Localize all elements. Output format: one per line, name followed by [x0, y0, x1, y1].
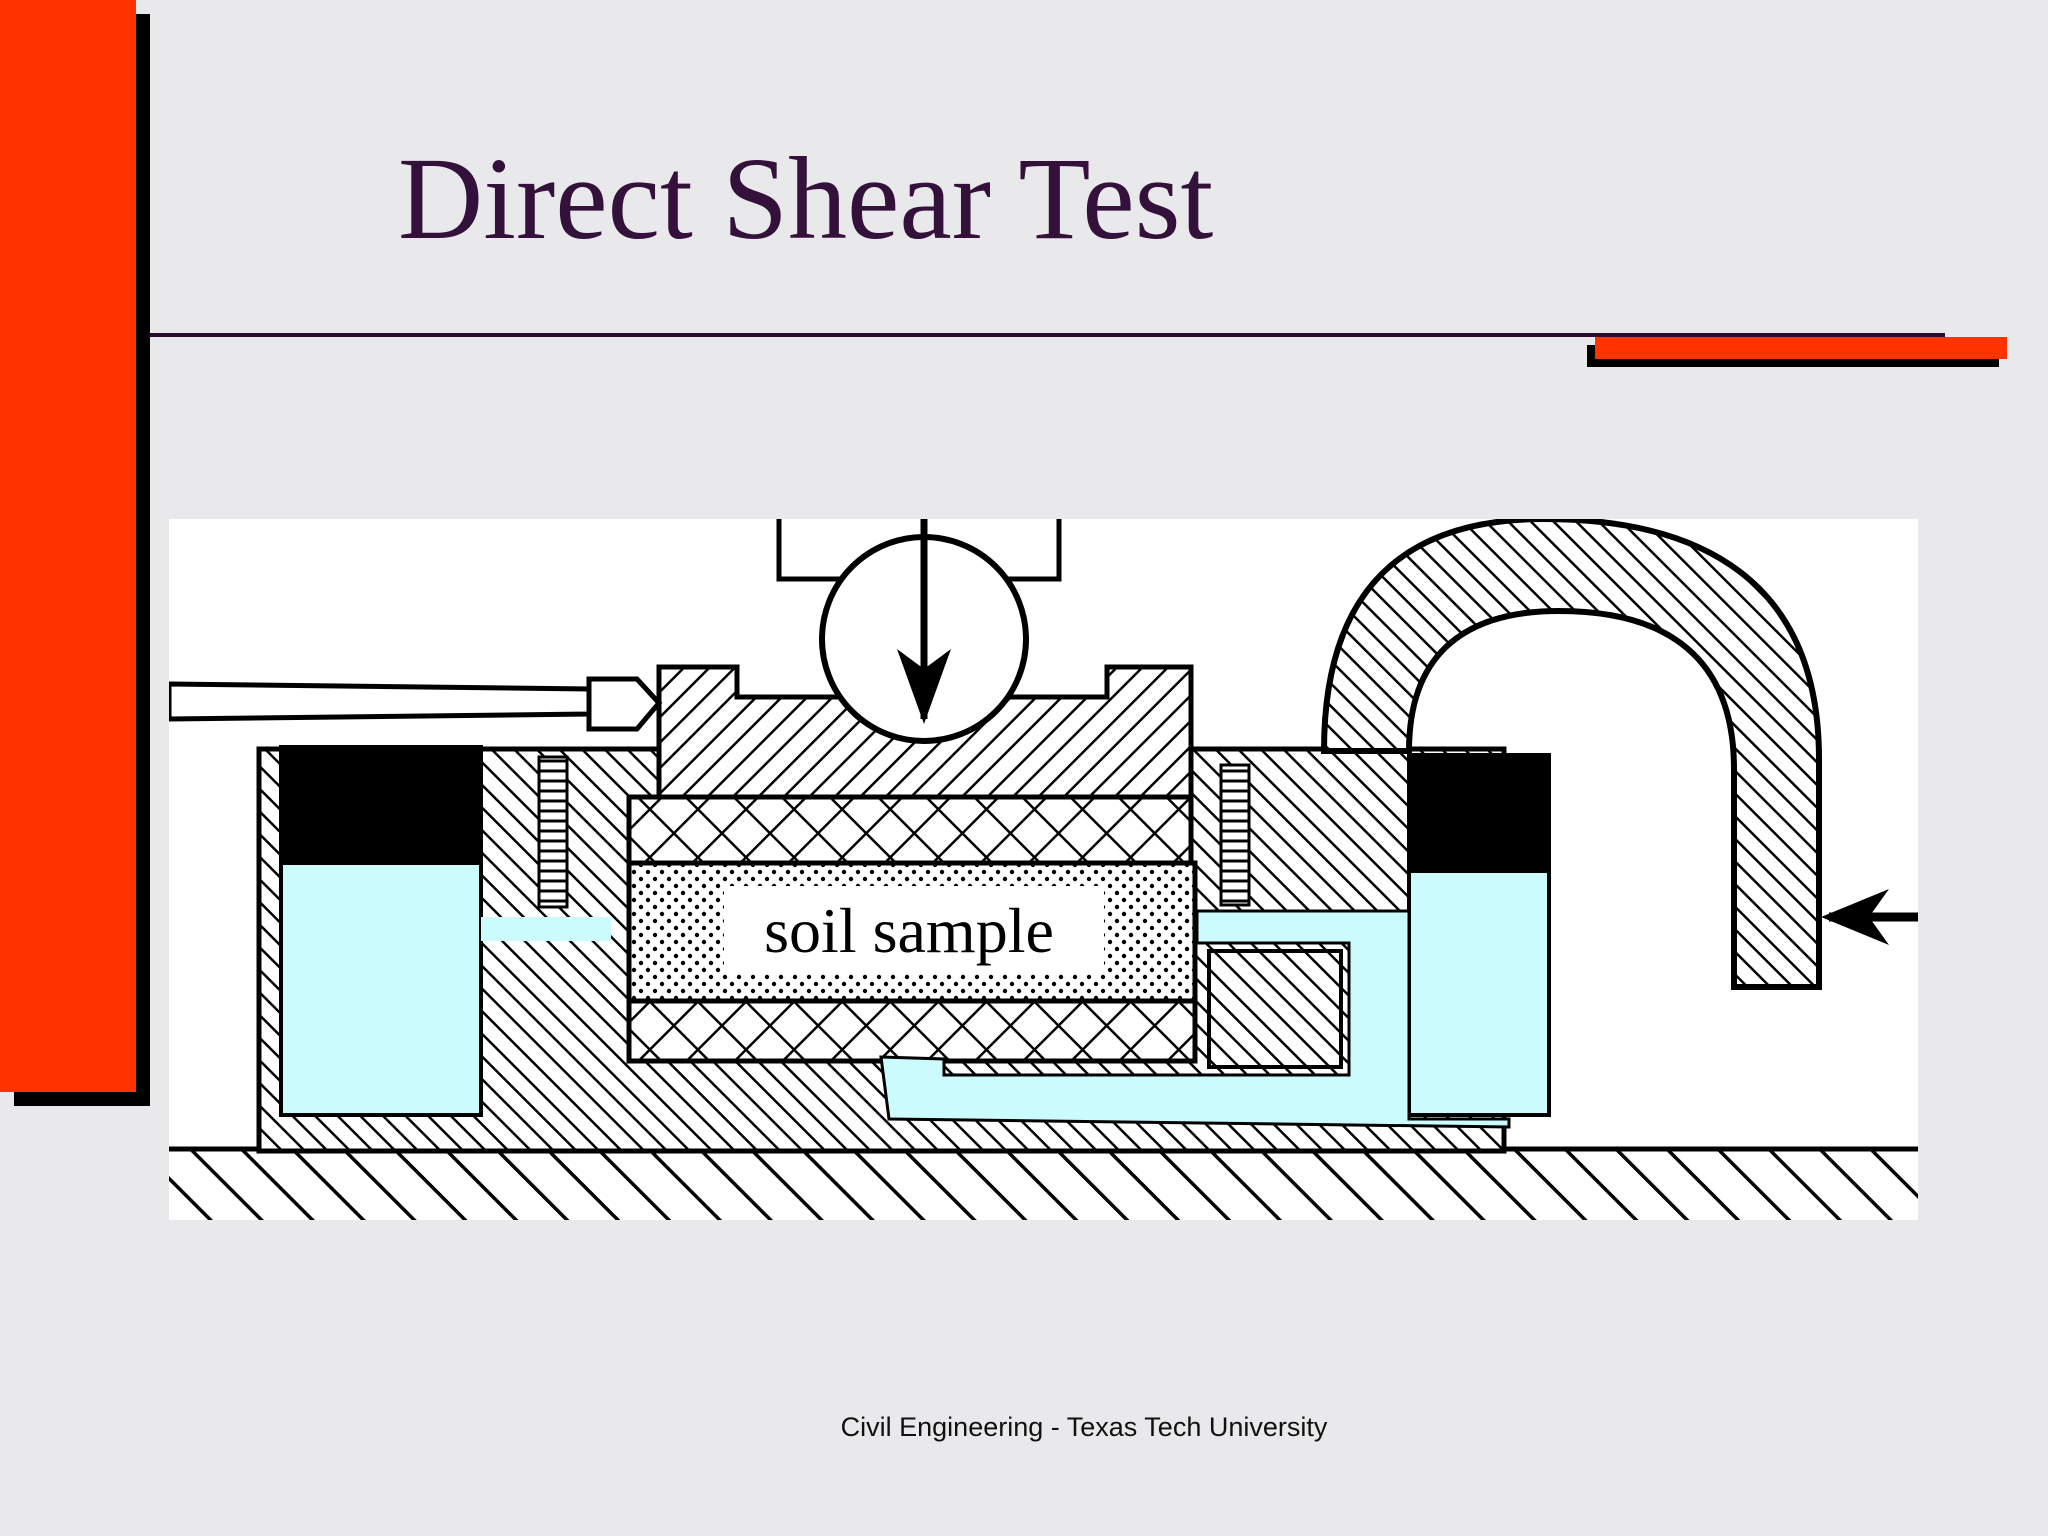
top-porous-stone — [626, 794, 1194, 866]
title-divider — [150, 333, 1945, 337]
left-reservoir-cap — [281, 747, 481, 865]
left-water-channel — [481, 917, 611, 941]
right-inner-block — [1207, 949, 1343, 1069]
right-reservoir-cap — [1409, 755, 1549, 873]
rod-tip — [586, 676, 663, 732]
slide-title: Direct Shear Test — [398, 133, 1214, 264]
left-accent-bar — [0, 0, 136, 1092]
ground-base — [169, 1149, 1918, 1220]
u-shaped-yoke — [1320, 519, 1822, 990]
right-spring — [1219, 763, 1251, 907]
horizontal-load-rod — [169, 681, 592, 722]
slide-footer: Civil Engineering - Texas Tech Universit… — [840, 1412, 1328, 1442]
right-water-channel — [879, 909, 1511, 1129]
direct-shear-diagram: soil sample — [169, 519, 1918, 1220]
soil-sample-label-bg — [724, 886, 1104, 974]
vertical-arrow-head — [897, 649, 951, 724]
shear-box-illustration: soil sample — [169, 519, 1918, 1220]
right-accent-bar — [1595, 337, 2007, 359]
bottom-porous-stone — [626, 998, 1198, 1064]
push-arrow-head — [1821, 889, 1889, 945]
soil-sample-label: soil sample — [764, 895, 1054, 966]
left-spring — [537, 755, 569, 909]
